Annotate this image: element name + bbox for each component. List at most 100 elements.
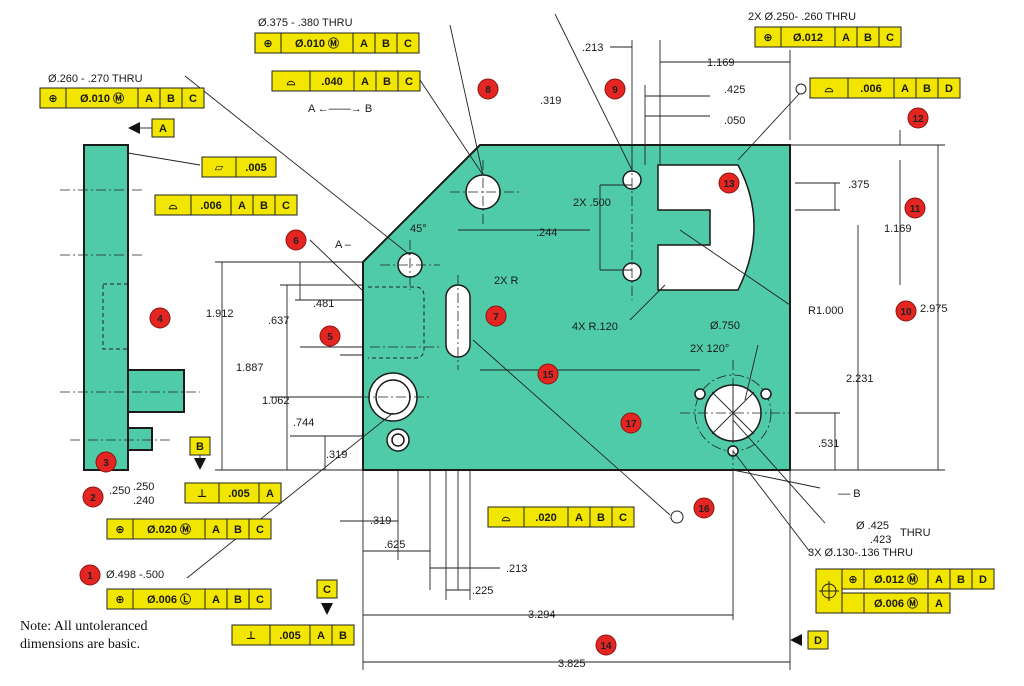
fcf-cell-text: B <box>167 93 175 105</box>
fcf-cell-text: A <box>935 574 943 586</box>
marker-11: 11 <box>904 197 926 219</box>
marker-13: 13 <box>718 172 740 194</box>
dim-244: .244 <box>536 227 557 239</box>
fcf-cell-text: B <box>923 83 931 95</box>
marker-16: 16 <box>693 497 715 519</box>
callout-leader-b: –– B <box>838 488 861 500</box>
callout-hole-423: .423 <box>870 534 891 546</box>
fcf-cell-text: C <box>256 524 264 536</box>
callout-angle-45: 45° <box>410 223 427 235</box>
fcf-cell <box>258 482 282 504</box>
fcf-cell-text: ⊕ <box>763 32 772 44</box>
fcf-cell-text: ⊕ <box>263 38 272 50</box>
fcf-cell-text: Ø.010 Ⓜ <box>80 91 124 105</box>
fcf-cell-text: A <box>266 488 274 500</box>
side-view: A <box>60 118 200 471</box>
side-view-hidden-pocket <box>102 283 129 350</box>
fcf-cell <box>181 87 205 109</box>
callout-hole-250: 2X Ø.250- .260 THRU <box>748 11 856 23</box>
fcf-cell-text: .006 <box>860 83 881 95</box>
fcf-cell-text: .020 <box>535 512 556 524</box>
svg-text:14: 14 <box>600 641 612 652</box>
dim-3294: 3.294 <box>528 609 556 621</box>
side-view-pin <box>127 427 153 451</box>
svg-text:9: 9 <box>612 85 618 96</box>
fcf-cell-text: C <box>189 93 197 105</box>
hole-small-bottom-inner <box>391 433 405 447</box>
fcf-cell-text: D <box>979 574 987 586</box>
fcf-cell-text: B <box>864 32 872 44</box>
fcf-cell-text: Ø.020 Ⓜ <box>147 522 191 536</box>
callout-hole-260: Ø.260 - .270 THRU <box>48 73 143 85</box>
fcf-cell-text: C <box>256 594 264 606</box>
svg-text:7: 7 <box>493 312 499 323</box>
datum-b-box <box>189 436 211 456</box>
datum-c-triangle <box>321 603 333 615</box>
dim-3825: 3.825 <box>558 658 586 670</box>
svg-text:3: 3 <box>103 458 109 469</box>
dim-481: .481 <box>313 298 334 310</box>
dim-375: .375 <box>848 179 869 191</box>
fcf-cell-text: A <box>238 200 246 212</box>
note-line-2: dimensions are basic. <box>20 637 141 652</box>
fcf-cell-text: .006 <box>200 200 221 212</box>
general-note: Note: All untoleranced dimensions are ba… <box>20 618 210 654</box>
dim-213-top: .213 <box>582 42 603 54</box>
marker-10: 10 <box>895 300 917 322</box>
fcf-cell <box>927 592 951 614</box>
callout-dia-750: Ø.750 <box>710 320 740 332</box>
datum-a-triangle <box>128 122 140 134</box>
fcf-cell <box>248 588 272 610</box>
marker-15: 15 <box>537 363 559 385</box>
fcf-cell-text: ⊕ <box>115 594 124 606</box>
fcf-cell-text: C <box>886 32 894 44</box>
svg-text:13: 13 <box>723 179 735 190</box>
fcf-cell-text: A <box>842 32 850 44</box>
fcf-cell-text: .005 <box>245 162 266 174</box>
fcf-cell-text: B <box>383 76 391 88</box>
marker-12: 12 <box>907 107 929 129</box>
svg-text:4: 4 <box>157 314 163 325</box>
datum-a-label: A <box>159 123 167 135</box>
callout-r1000: R1.000 <box>808 305 843 317</box>
fcf-cell-text: A <box>361 76 369 88</box>
profile-020-leader-bubble <box>670 510 684 524</box>
fcf-cell <box>248 518 272 540</box>
fcf-cell <box>841 592 865 614</box>
fcf-cell-text: Ø.006 Ⓛ <box>147 592 191 606</box>
dim-1062: 1.062 <box>262 395 290 407</box>
marker-9: 9 <box>604 78 626 100</box>
svg-text:12: 12 <box>912 114 924 125</box>
fcf-cell <box>971 568 995 590</box>
note-line-1: Note: All untoleranced <box>20 619 148 634</box>
fcf-cell-text: C <box>282 200 290 212</box>
marker-3: 3 <box>95 451 117 473</box>
fcf-cell-text: C <box>405 76 413 88</box>
hidden-pocket <box>368 286 425 359</box>
fcf-cell <box>396 32 420 54</box>
svg-text:2: 2 <box>90 493 96 504</box>
datum-c-label: C <box>323 584 331 596</box>
dim-2x500: 2X .500 <box>573 197 611 209</box>
dim-225: .225 <box>472 585 493 597</box>
fcf-cell-text: Ø.006 Ⓜ <box>874 596 918 610</box>
marker-17: 17 <box>620 412 642 434</box>
callout-2x-120: 2X 120° <box>690 343 729 355</box>
fcf-flat-005: ▱.005 <box>201 156 277 178</box>
side-view-body <box>83 144 129 471</box>
fcf-cell-text: B <box>597 512 605 524</box>
callouts: Ø.260 - .270 THRU Ø.375 - .380 THRU 2X Ø… <box>48 11 931 581</box>
fcf-cell-text: C <box>619 512 627 524</box>
dim-1887: 1.887 <box>236 362 264 374</box>
fcf-cell-text: C <box>404 38 412 50</box>
fcf-cell-text: B <box>339 630 347 642</box>
profile-right-leader-bubble <box>795 83 807 95</box>
